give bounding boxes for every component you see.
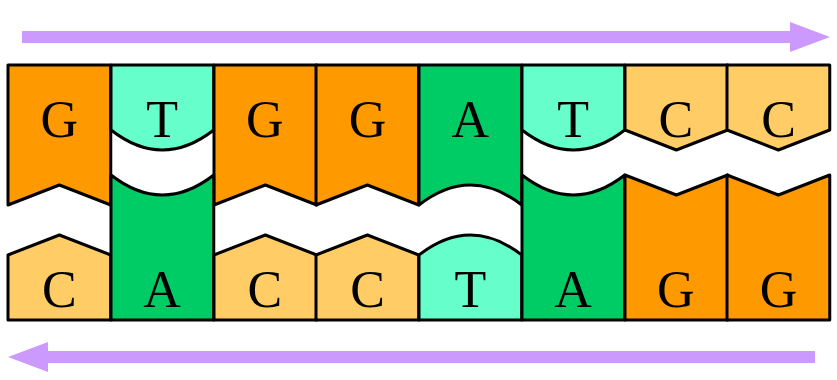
strand-arrow-head: [790, 22, 830, 52]
base-block: T: [111, 65, 214, 150]
base-letter: A: [522, 262, 625, 318]
base-letter: G: [316, 92, 419, 148]
base-letter: C: [214, 262, 317, 318]
base-letter: T: [522, 92, 625, 148]
base-letter: A: [419, 92, 522, 148]
base-outline: [214, 235, 317, 320]
base-letter: G: [727, 262, 830, 318]
base-letter: T: [419, 262, 522, 318]
base-block: C: [625, 65, 728, 150]
strand-arrow-line: [22, 31, 796, 43]
strand-arrow-line: [42, 351, 815, 363]
strand-arrow-head: [8, 342, 48, 372]
base-outline: [316, 235, 419, 320]
base-outline: [8, 235, 111, 320]
base-block: C: [316, 235, 419, 320]
base-block: A: [111, 175, 214, 320]
base-outline: [522, 65, 625, 150]
base-outline: [625, 175, 728, 320]
base-letter: T: [111, 92, 214, 148]
base-outline: [316, 65, 419, 205]
base-block: C: [214, 235, 317, 320]
base-block: C: [8, 235, 111, 320]
base-letter: C: [727, 92, 830, 148]
base-block: T: [419, 235, 522, 320]
base-block: G: [625, 175, 728, 320]
base-letter: G: [625, 262, 728, 318]
base-outline: [419, 65, 522, 205]
base-letter: A: [111, 262, 214, 318]
base-letter: C: [316, 262, 419, 318]
base-letter: C: [8, 262, 111, 318]
base-outline: [111, 65, 214, 150]
base-block: G: [8, 65, 111, 205]
base-outline: [111, 175, 214, 320]
base-outline: [625, 65, 728, 150]
base-outline: [8, 65, 111, 205]
base-block: A: [522, 175, 625, 320]
base-block: T: [522, 65, 625, 150]
base-outline: [419, 235, 522, 320]
base-outline: [727, 175, 830, 320]
base-letter: G: [8, 92, 111, 148]
base-block: C: [727, 65, 830, 150]
base-outline: [522, 175, 625, 320]
base-letter: C: [625, 92, 728, 148]
base-block: A: [419, 65, 522, 205]
base-outline: [727, 65, 830, 150]
base-block: G: [316, 65, 419, 205]
base-letter: G: [214, 92, 317, 148]
base-block: G: [727, 175, 830, 320]
base-outline: [214, 65, 317, 205]
base-block: G: [214, 65, 317, 205]
